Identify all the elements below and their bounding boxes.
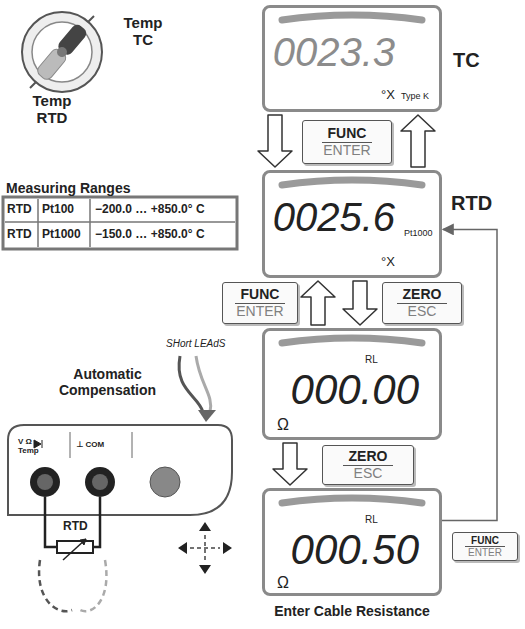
rtd-wiring — [80, 560, 106, 611]
key-button: FUNCENTER — [452, 532, 518, 561]
rtd-wiring — [57, 541, 93, 553]
display-annunciator: RL — [365, 515, 378, 525]
display-annunciator: RL — [365, 355, 378, 365]
navigation-cross — [178, 522, 232, 574]
block-arrow — [343, 281, 377, 325]
rotary-switch — [32, 22, 92, 82]
meter-panel — [70, 432, 132, 458]
meter-panel — [37, 474, 53, 490]
key-button: ZEROESC — [382, 282, 462, 324]
lcd-bar — [282, 15, 422, 503]
rtd-wiring — [45, 497, 100, 547]
lcd-display: RL 000.00Ω — [262, 328, 442, 440]
ranges-table — [5, 199, 235, 247]
meter-panel — [30, 467, 60, 497]
key-button: FUNCENTER — [302, 120, 392, 164]
block-arrow — [258, 115, 292, 167]
sensor-type: Type K — [401, 92, 429, 101]
switch-position: Temp RTD — [26, 92, 78, 127]
short-leads-curve — [179, 356, 203, 412]
table-cell: Pt100 — [42, 203, 74, 217]
display-message: SHort LEAdS — [166, 338, 225, 350]
component-label: RTD — [63, 520, 88, 534]
short-leads-curve — [179, 356, 216, 422]
lcd-reading: 000.00 — [291, 369, 419, 411]
lcd-display: RTD0025.6Pt1000°X — [262, 170, 442, 278]
lcd-reading: 000.50 — [291, 529, 419, 571]
key-primary: ZERO — [343, 449, 394, 465]
rotary-switch — [35, 22, 88, 81]
rotary-switch — [55, 45, 69, 59]
key-primary: FUNC — [322, 126, 373, 142]
unit-label: °X — [381, 88, 395, 101]
meter-panel — [8, 425, 232, 515]
lcd-bar — [282, 15, 422, 20]
meter-panel — [8, 425, 232, 515]
rotary-switch — [22, 12, 102, 92]
rotary-switch — [22, 12, 102, 92]
callout-note: Automatic Compensation — [45, 366, 170, 398]
navigation-cross — [190, 535, 220, 561]
switch-position: Temp TC — [118, 14, 168, 49]
block-arrow — [273, 443, 307, 485]
lcd-reading: 0023.3 — [273, 32, 395, 72]
table-title: Measuring Ranges — [6, 180, 130, 196]
key-secondary: ESC — [348, 466, 389, 481]
rtd-wiring — [63, 539, 86, 560]
step-caption: Enter Cable Resistance — [262, 603, 442, 619]
rotary-switch — [30, 16, 94, 88]
terminal-label: ⊥ COM — [76, 440, 104, 449]
unit-label: °X — [381, 255, 395, 268]
key-secondary: ESC — [402, 304, 443, 319]
return-line — [442, 229, 497, 520]
table-cell: −150.0 … +850.0° C — [95, 228, 205, 242]
display-heading: TC — [453, 50, 480, 70]
key-primary: ZERO — [397, 287, 448, 303]
navigation-cross — [178, 522, 232, 574]
key-button: ZEROESC — [322, 445, 414, 485]
rtd-wiring — [80, 539, 86, 545]
meter-panel — [92, 474, 108, 490]
lcd-reading: 0025.6 — [273, 197, 395, 237]
key-secondary: ENTER — [462, 547, 508, 558]
block-arrow — [401, 115, 435, 167]
short-leads-curve — [198, 410, 216, 422]
unit-label: Ω — [277, 575, 289, 591]
ranges-table — [3, 197, 237, 249]
key-primary: FUNC — [465, 535, 505, 547]
key-primary: FUNC — [235, 287, 286, 303]
key-button: FUNCENTER — [222, 282, 298, 324]
rtd-wiring — [39, 560, 72, 611]
lcd-display: RL 000.50Ω — [262, 488, 442, 596]
table-cell: RTD — [7, 203, 32, 217]
lcd-bar — [282, 498, 422, 503]
lcd-bar — [282, 338, 422, 343]
lcd-display: TC0023.3°XType K — [262, 5, 442, 112]
ranges-table — [3, 197, 237, 249]
display-heading: RTD — [451, 193, 492, 213]
key-secondary: ENTER — [230, 304, 289, 319]
meter-panel — [85, 467, 115, 497]
table-cell: −200.0 … +850.0° C — [95, 203, 205, 217]
sensor-type: Pt1000 — [404, 229, 433, 238]
table-cell: Pt1000 — [42, 228, 81, 242]
unit-label: Ω — [277, 417, 289, 433]
short-leads-curve — [196, 356, 211, 412]
key-secondary: ENTER — [317, 143, 376, 158]
lcd-bar — [282, 180, 422, 185]
table-cell: RTD — [7, 228, 32, 242]
block-arrow — [301, 281, 335, 325]
terminal-label: V Ω Temp — [18, 437, 42, 455]
rtd-wiring — [39, 497, 106, 611]
meter-panel — [150, 467, 180, 497]
